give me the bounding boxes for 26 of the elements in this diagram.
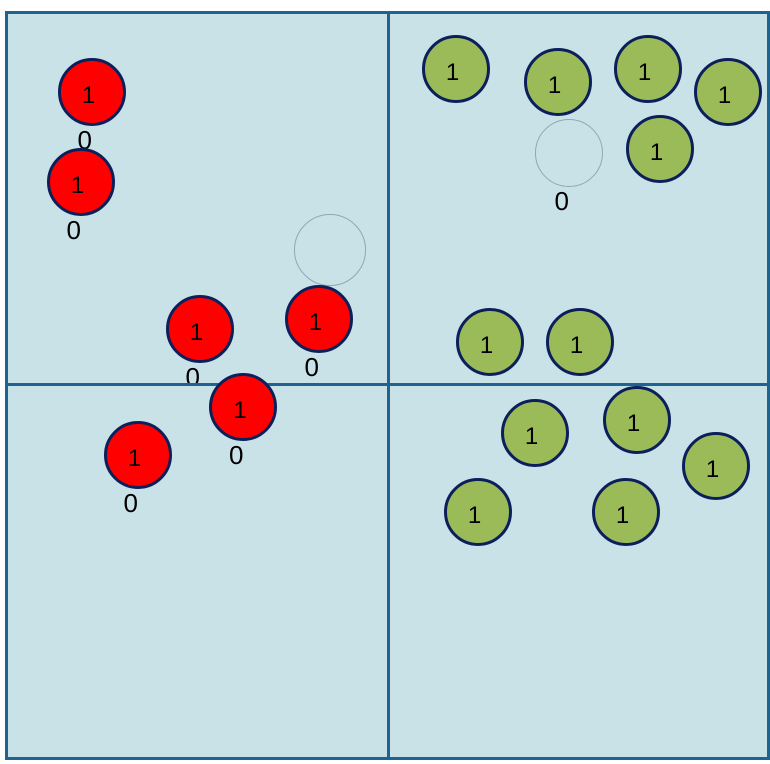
quadrant-panel <box>4 10 390 386</box>
value-label: 0 <box>229 442 244 468</box>
circle-number: 1 <box>650 140 664 164</box>
circle-number: 1 <box>308 310 322 334</box>
circle-number: 1 <box>718 84 732 108</box>
circle-number: 1 <box>616 504 630 528</box>
circle-number: 1 <box>570 334 584 358</box>
circle-number: 1 <box>548 74 562 98</box>
circle-number: 1 <box>446 60 460 84</box>
value-label: 0 <box>66 216 81 242</box>
circle-number: 1 <box>82 84 96 108</box>
circle-number: 1 <box>524 424 538 448</box>
circle-number: 1 <box>626 412 640 436</box>
value-label: 0 <box>554 188 569 214</box>
value-label: 0 <box>304 354 319 380</box>
circle-number: 1 <box>480 334 494 358</box>
quadrant-panel <box>4 382 390 760</box>
circle-number: 1 <box>638 60 652 84</box>
circle-number: 1 <box>70 174 84 198</box>
circle-number: 1 <box>468 504 482 528</box>
circle-number: 1 <box>233 399 247 423</box>
circle-number: 1 <box>706 458 720 482</box>
circle-number: 1 <box>128 446 142 470</box>
value-label: 0 <box>78 126 92 152</box>
circle-number: 1 <box>190 320 204 344</box>
value-label: 0 <box>124 490 138 516</box>
